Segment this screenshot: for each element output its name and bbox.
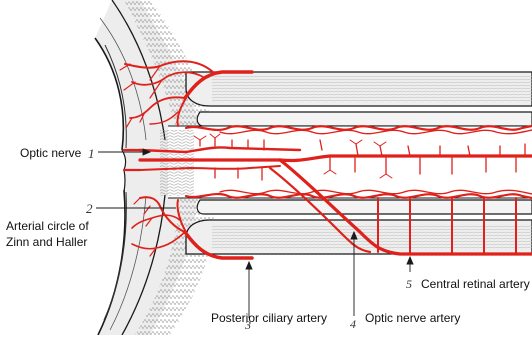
- label-optic-nerve: Optic nerve: [20, 146, 82, 160]
- number-5: 5: [406, 277, 412, 291]
- leader-posterior-ciliary-arrow: [246, 262, 252, 269]
- optic-nerve-sheaths: [160, 72, 532, 254]
- label-arterial-circle-line2: Zinn and Haller: [6, 235, 87, 249]
- leader-central-retinal-arrow: [407, 257, 413, 264]
- label-central-retinal-artery: Central retinal artery: [421, 277, 530, 291]
- number-2: 2: [86, 201, 93, 216]
- label-arterial-circle-line1: Arterial circle of: [6, 219, 89, 233]
- label-posterior-ciliary-artery: Posterior ciliary artery: [211, 311, 327, 325]
- label-optic-nerve-artery: Optic nerve artery: [365, 311, 460, 325]
- number-4: 4: [350, 317, 356, 331]
- number-1: 1: [88, 146, 95, 161]
